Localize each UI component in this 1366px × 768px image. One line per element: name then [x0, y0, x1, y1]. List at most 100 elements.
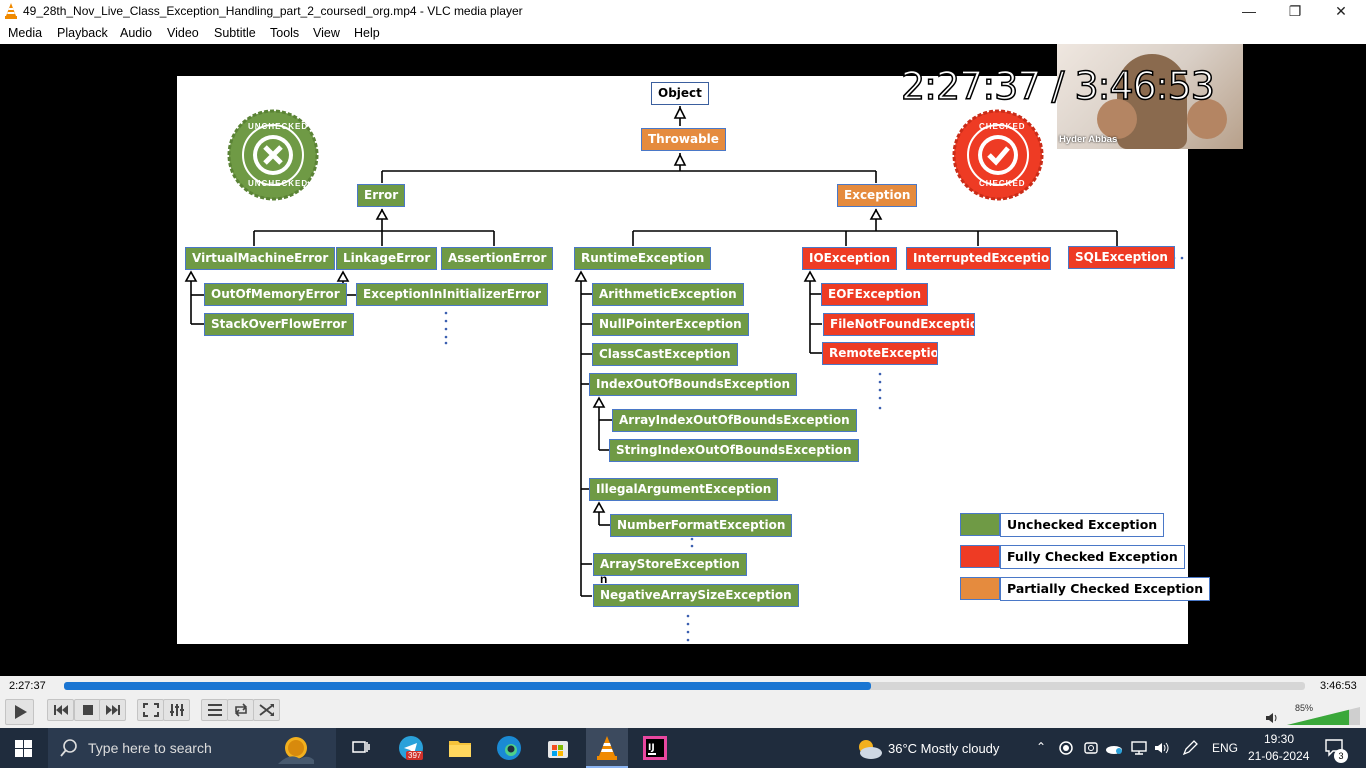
svg-text:IJ: IJ	[648, 743, 655, 753]
menu-view[interactable]: View	[313, 26, 340, 40]
intellij-idea-icon[interactable]: IJ	[642, 735, 668, 761]
presenter-left-hand	[1097, 99, 1137, 139]
menu-subtitle[interactable]: Subtitle	[214, 26, 256, 40]
remote-exception-node: RemoteExceptio	[822, 342, 938, 365]
seek-bar[interactable]	[64, 682, 1305, 690]
loop-icon	[234, 703, 248, 717]
fullscreen-button[interactable]	[137, 699, 164, 721]
language-indicator[interactable]: ENG	[1212, 741, 1239, 755]
checked-seal-icon	[952, 109, 1044, 201]
edge-browser-icon[interactable]	[496, 735, 522, 761]
tray-onedrive-icon[interactable]	[1105, 741, 1123, 755]
vlc-taskbar-icon	[597, 736, 617, 760]
playlist-button[interactable]	[201, 699, 228, 721]
timecode-overlay: 2:27:37 / 3:46:53	[900, 63, 1215, 109]
previous-button[interactable]	[47, 699, 74, 721]
weather-text[interactable]: 36°C Mostly cloudy	[888, 741, 1000, 756]
menu-help[interactable]: Help	[354, 26, 380, 40]
exception-hierarchy-slide: UNCHECKED UNCHECKED CHECKED CHECKED Obje…	[177, 76, 1211, 644]
arithmetic-node: ArithmeticException	[592, 283, 744, 306]
index-out-of-bounds-node: IndexOutOfBoundsException	[589, 373, 798, 396]
play-button[interactable]	[5, 699, 34, 725]
throwable-node: Throwable	[641, 128, 726, 151]
io-exception-node: IOException	[802, 247, 898, 270]
exception-node: Exception	[837, 184, 918, 207]
shuffle-button[interactable]	[253, 699, 280, 721]
negative-array-size-node: NegativeArraySizeException	[593, 584, 799, 607]
array-store-node: ArrayStoreException	[593, 553, 747, 576]
play-icon	[15, 705, 27, 719]
exception-in-initializer-node: ExceptionInInitializerError	[356, 283, 548, 306]
elapsed-time: 2:27:37	[9, 680, 46, 692]
menu-bar: Media Playback Audio Video Subtitle Tool…	[0, 23, 1366, 44]
string-index-node: StringIndexOutOfBoundsException	[609, 439, 859, 462]
previous-icon	[54, 705, 68, 715]
weather-cloud-icon[interactable]	[855, 738, 883, 760]
minimize-button[interactable]: —	[1226, 0, 1272, 23]
null-pointer-node: NullPointerException	[592, 313, 749, 336]
windows-start-icon[interactable]	[15, 740, 32, 757]
menu-playback[interactable]: Playback	[57, 26, 108, 40]
clock-time[interactable]: 19:30	[1264, 732, 1295, 746]
taskbar-vlc-active[interactable]	[586, 728, 628, 768]
runtime-exception-node: RuntimeException	[574, 247, 712, 270]
checked-seal-text-top: CHECKED	[979, 122, 1026, 131]
extended-settings-button[interactable]	[163, 699, 190, 721]
menu-media[interactable]: Media	[8, 26, 43, 40]
close-button[interactable]: ✕	[1318, 0, 1364, 23]
file-explorer-icon[interactable]	[447, 735, 473, 761]
tray-volume-icon[interactable]	[1154, 741, 1170, 755]
stop-button[interactable]	[74, 699, 101, 721]
menu-audio[interactable]: Audio	[120, 26, 152, 40]
legend-swatch-unchecked	[960, 513, 1000, 536]
microsoft-store-icon[interactable]	[545, 735, 571, 761]
eof-exception-node: EOFException	[821, 283, 929, 306]
unchecked-seal-text-bottom: UNCHECKED	[248, 179, 309, 188]
volume-icon[interactable]	[1265, 711, 1281, 725]
legend-label-unchecked: Unchecked Exception	[1000, 513, 1165, 537]
taskbar-search-box[interactable]: Type here to search	[48, 728, 336, 768]
clock-date[interactable]: 21-06-2024	[1248, 749, 1310, 763]
equalizer-icon	[170, 704, 184, 716]
sql-exception-node: SQLException	[1068, 246, 1175, 269]
menu-video[interactable]: Video	[167, 26, 199, 40]
total-time: 3:46:53	[1320, 680, 1357, 692]
task-view-icon[interactable]	[348, 735, 374, 761]
restore-button[interactable]: ❐	[1272, 0, 1318, 23]
legend-swatch-fully-checked	[960, 545, 1000, 568]
presenter-right-hand	[1187, 99, 1227, 139]
windows-taskbar: Type here to search 397 IJ 36°C Mostly c…	[0, 728, 1366, 768]
volume-slider[interactable]	[1287, 706, 1362, 726]
show-hidden-icons-chevron-icon[interactable]: ⌃	[1036, 740, 1047, 754]
volume-percent: 85%	[1295, 703, 1314, 713]
loop-button[interactable]	[227, 699, 254, 721]
title-bar: 49_28th_Nov_Live_Class_Exception_Handlin…	[0, 0, 1366, 23]
out-of-memory-node: OutOfMemoryError	[204, 283, 347, 306]
menu-tools[interactable]: Tools	[270, 26, 300, 40]
next-button[interactable]	[99, 699, 126, 721]
file-not-found-node: FileNotFoundExceptio	[823, 313, 975, 336]
webcam-overlay: Hyder Abbas	[1057, 44, 1243, 149]
stray-mark: n	[600, 572, 608, 586]
next-icon	[106, 705, 120, 715]
tray-record-icon[interactable]	[1059, 741, 1073, 755]
notification-center-icon[interactable]	[1325, 739, 1345, 757]
tray-pen-icon[interactable]	[1182, 740, 1198, 756]
assertion-error-node: AssertionError	[441, 247, 554, 270]
linkage-error-node: LinkageError	[336, 247, 438, 270]
minimize-icon: —	[1242, 3, 1256, 19]
legend-swatch-partially-checked	[960, 577, 1000, 600]
legend-label-fully-checked: Fully Checked Exception	[1000, 545, 1185, 569]
legend-label-partially-checked: Partially Checked Exception	[1000, 577, 1211, 601]
close-icon: ✕	[1335, 3, 1347, 19]
shuffle-icon	[259, 704, 274, 716]
fullscreen-icon	[143, 703, 159, 717]
tray-camera-icon[interactable]	[1083, 741, 1099, 755]
vlc-cone-icon	[5, 3, 17, 19]
array-index-node: ArrayIndexOutOfBoundsException	[612, 409, 857, 432]
interrupted-exception-node: InterruptedExceptio	[906, 247, 1051, 270]
illegal-argument-node: IllegalArgumentException	[589, 478, 779, 501]
tray-network-icon[interactable]	[1130, 741, 1148, 755]
object-node: Object	[651, 82, 709, 105]
telegram-badge: 397	[406, 751, 424, 760]
